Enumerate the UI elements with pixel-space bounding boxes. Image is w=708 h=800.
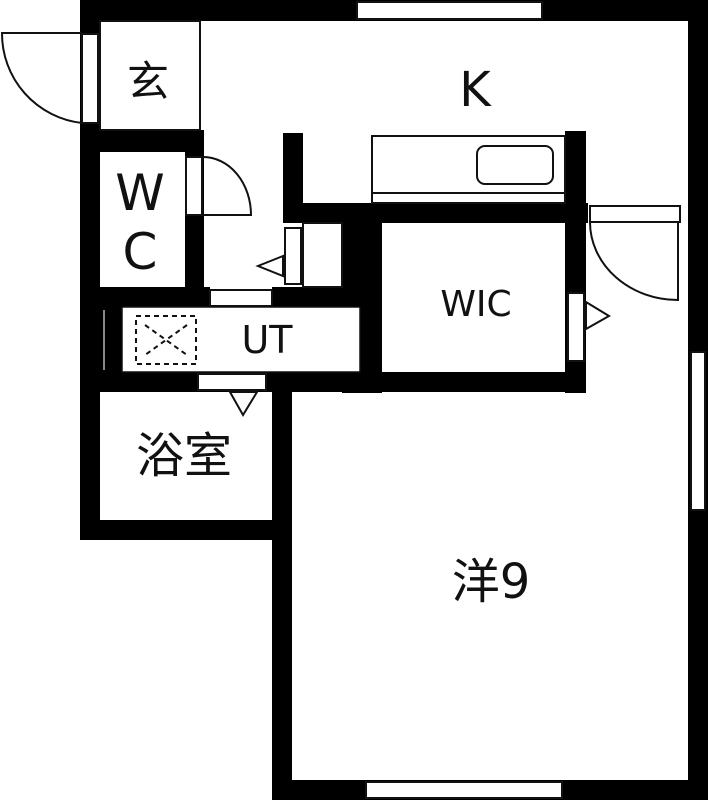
window-bottom: [365, 781, 563, 799]
bath-door-arrow: [228, 391, 259, 417]
western-room-label: 洋9: [451, 554, 531, 610]
wc-door-frame: [185, 156, 203, 216]
ut-room: [121, 306, 361, 373]
openings: [81, 1, 706, 799]
entrance-door-swing: [0, 32, 83, 124]
room-door-frame: [589, 205, 681, 223]
closet-door-arrow: [255, 254, 284, 278]
window-top: [356, 1, 543, 20]
closet-door-frame: [284, 227, 302, 285]
entrance-area: [99, 20, 201, 131]
entrance-label: 玄: [126, 57, 170, 106]
window-right: [690, 351, 706, 511]
toilet-label-c: C: [122, 223, 158, 281]
door-swings: [0, 32, 679, 302]
toilet-label-w: W: [115, 164, 165, 222]
kitchen-label: K: [459, 62, 491, 118]
walls: [80, 0, 708, 800]
wc-door-swing: [202, 156, 253, 216]
kitchen-counter: [371, 135, 566, 204]
bathroom-label: 浴室: [135, 428, 233, 484]
room-door-swing: [589, 221, 679, 302]
washer-pan-icon: [135, 315, 197, 365]
utility-label: UT: [241, 318, 293, 362]
door-arrows: [228, 254, 611, 417]
entrance-door-frame: [81, 33, 99, 124]
wic-door-arrow: [585, 300, 611, 331]
wic-door-frame: [567, 292, 585, 362]
closet-niche: [302, 222, 343, 288]
sink-icon: [476, 145, 554, 185]
ut-door-frame: [209, 289, 273, 307]
wic-label: WIC: [440, 284, 512, 325]
bath-door-frame: [197, 373, 267, 391]
